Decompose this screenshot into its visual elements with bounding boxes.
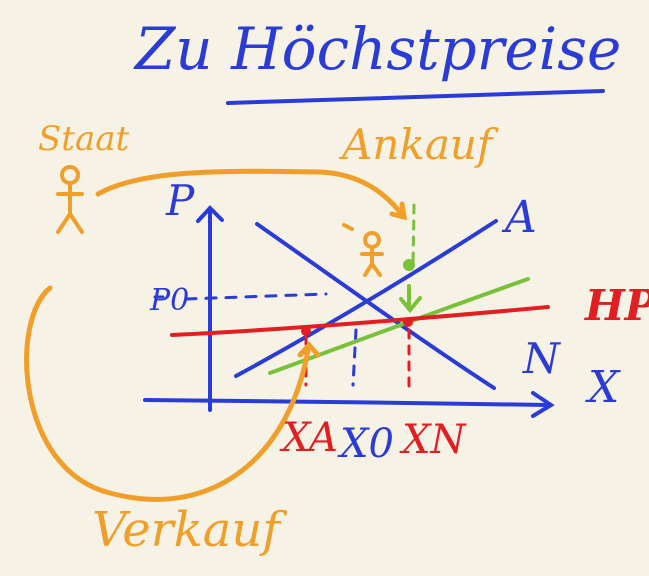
quantity-axis — [143, 398, 550, 407]
verkauf-curve — [24, 285, 312, 502]
xn-label: XN — [402, 417, 466, 463]
state-label: Staat — [38, 119, 130, 159]
green-guide — [411, 203, 416, 267]
demand-label: N — [523, 334, 560, 383]
ankauf-arrow — [95, 168, 407, 220]
supply-curve — [234, 219, 498, 378]
ankauf-arrowhead — [389, 201, 408, 221]
x0-guide — [351, 328, 358, 387]
state-figure — [56, 165, 84, 234]
purchase-label: Ankauf — [342, 120, 493, 169]
intersection-a — [301, 326, 311, 336]
verkauf-arrowhead — [297, 341, 321, 358]
intersection-n — [403, 317, 413, 327]
buyer-figure — [342, 223, 384, 277]
quantity-axis-label: X — [588, 362, 620, 413]
green-point — [403, 259, 415, 271]
p0-label: P0 — [150, 283, 190, 318]
p0-guide — [184, 292, 328, 301]
title-underline — [226, 89, 605, 105]
diagram-title: Zu Höchstpreise — [135, 15, 622, 83]
demand-curve — [255, 222, 496, 390]
quantity-axis-arrowhead — [531, 391, 555, 418]
price-axis-arrowhead — [196, 205, 224, 223]
green-arrowhead — [399, 296, 422, 314]
maximum-price-label: HP — [585, 281, 649, 330]
sale-label: Verkauf — [92, 502, 280, 558]
price-axis-label: P — [166, 176, 195, 225]
x0-label: X0 — [340, 421, 394, 467]
supply-label: A — [505, 192, 537, 243]
xa-label: XA — [282, 415, 338, 461]
maximum-price-line — [170, 305, 550, 337]
